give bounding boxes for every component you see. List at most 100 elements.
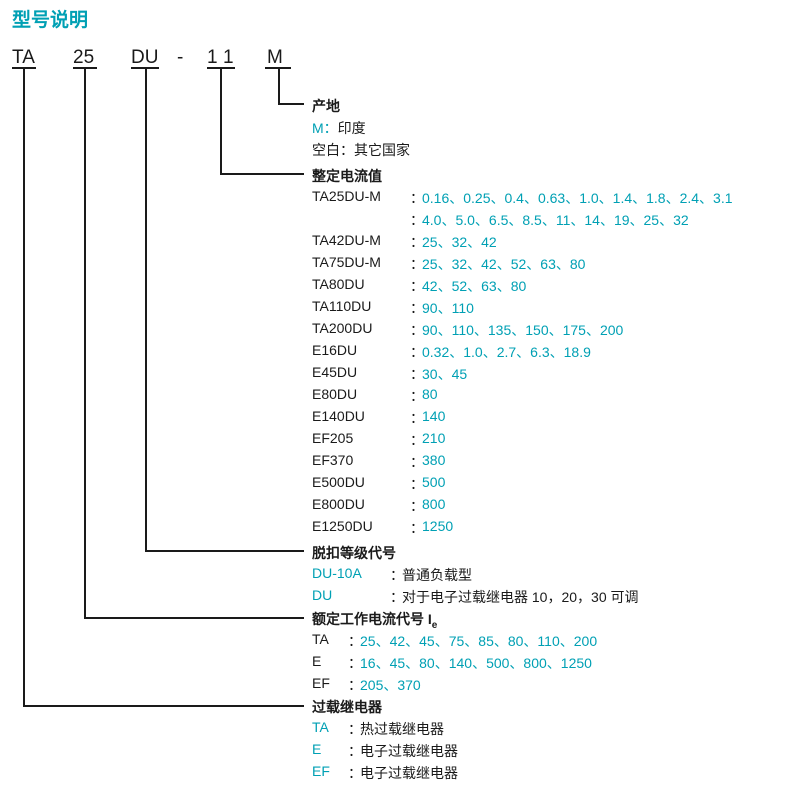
row-colon: ： bbox=[348, 765, 362, 781]
table-row: TA80DU：42、52、63、80 bbox=[312, 276, 782, 296]
table-row: DU ：对于电子过载继电器 10，20，30 可调 bbox=[312, 587, 782, 607]
row-label: E800DU bbox=[312, 496, 365, 512]
row-colon: ： bbox=[348, 743, 362, 759]
row-colon: ： bbox=[410, 234, 424, 250]
row-colon: ： bbox=[410, 344, 424, 360]
row-label: E45DU bbox=[312, 364, 358, 380]
table-row: TA25DU-M ：0.16、0.25、0.4、0.63、1.0、1.4、1.8、… bbox=[312, 188, 782, 208]
row-value: 25、32、42、52、63、80 bbox=[422, 256, 586, 272]
row-value: 25、42、45、75、85、80、110、200 bbox=[360, 633, 598, 649]
table-row: TA75DU-M ：25、32、42、52、63、80 bbox=[312, 254, 782, 274]
table-row: EF370 ：380 bbox=[312, 452, 782, 472]
row-label: TA25DU-M bbox=[312, 188, 381, 204]
table-row: E16DU ：0.32、1.0、2.7、6.3、18.9 bbox=[312, 342, 782, 362]
row-value: 0.32、1.0、2.7、6.3、18.9 bbox=[422, 344, 591, 360]
row-label: DU bbox=[312, 587, 333, 603]
connector-line bbox=[23, 705, 304, 707]
row-value: 电子过载继电器 bbox=[360, 743, 458, 759]
row-colon: ： bbox=[410, 410, 424, 426]
row-colon: ： bbox=[390, 567, 404, 583]
row-label: TA42DU-M bbox=[312, 232, 381, 248]
row-label: EF bbox=[312, 675, 330, 691]
row-value: 140 bbox=[422, 408, 446, 424]
row-colon: ： bbox=[410, 476, 424, 492]
origin-m-row: M：印度 bbox=[312, 118, 366, 138]
connector-line bbox=[145, 68, 147, 551]
row-colon: ： bbox=[410, 256, 424, 272]
row-value: 0.16、0.25、0.4、0.63、1.0、1.4、1.8、2.4、3.1 bbox=[422, 190, 733, 206]
row-label: E140DU bbox=[312, 408, 365, 424]
table-row: E800DU：800 bbox=[312, 496, 782, 516]
table-row: EF：电子过载继电器 bbox=[312, 763, 782, 783]
table-row: EF205 ：210 bbox=[312, 430, 782, 450]
row-colon: ： bbox=[410, 366, 424, 382]
row-value: 1250 bbox=[422, 518, 454, 534]
table-row: E80DU：80 bbox=[312, 386, 782, 406]
row-colon: ： bbox=[348, 633, 362, 649]
code-underline bbox=[207, 67, 235, 69]
row-label: TA80DU bbox=[312, 276, 365, 292]
code-underline bbox=[265, 67, 291, 69]
rated-heading-sub: e bbox=[431, 619, 438, 631]
connector-line bbox=[84, 68, 86, 618]
code-underline bbox=[131, 67, 159, 69]
row-label: EF370 bbox=[312, 452, 354, 468]
row-label: E bbox=[312, 741, 322, 757]
heading-trip-class: 脱扣等级代号 bbox=[312, 545, 396, 561]
table-row: E：16、45、80、140、500、800、1250 bbox=[312, 653, 782, 673]
row-value: 90、110 bbox=[422, 300, 474, 316]
connector-line bbox=[278, 103, 304, 105]
row-label: E16DU bbox=[312, 342, 358, 358]
row-label: EF205 bbox=[312, 430, 354, 446]
row-colon: ： bbox=[348, 677, 362, 693]
row-label: E bbox=[312, 653, 322, 669]
row-value: 380 bbox=[422, 452, 446, 468]
row-colon: ： bbox=[410, 432, 424, 448]
row-value: 80 bbox=[422, 386, 438, 402]
code-part-1a: 1 bbox=[207, 47, 218, 68]
row-value: 对于电子过载继电器 10，20，30 可调 bbox=[402, 589, 639, 605]
connector-line bbox=[145, 550, 304, 552]
heading-rated-current: 额定工作电流代号 Ie bbox=[312, 609, 437, 631]
row-value: 16、45、80、140、500、800、1250 bbox=[360, 655, 592, 671]
row-value: 210 bbox=[422, 430, 446, 446]
row-value: 普通负载型 bbox=[402, 567, 472, 583]
table-row: E140DU ：140 bbox=[312, 408, 782, 428]
heading-relay: 过载继电器 bbox=[312, 699, 382, 715]
row-colon: ： bbox=[410, 278, 424, 294]
row-value: 4.0、5.0、6.5、8.5、11、14、19、25、32 bbox=[422, 212, 689, 228]
row-label: TA bbox=[312, 631, 329, 647]
code-underline bbox=[12, 67, 36, 69]
row-colon: ： bbox=[410, 322, 424, 338]
row-label: TA110DU bbox=[312, 298, 372, 314]
row-label: TA75DU-M bbox=[312, 254, 381, 270]
row-label: E80DU bbox=[312, 386, 358, 402]
table-row: TA：热过载继电器 bbox=[312, 719, 782, 739]
code-part-m: M bbox=[267, 47, 283, 68]
table-row: E500DU ：500 bbox=[312, 474, 782, 494]
code-part-du: DU bbox=[131, 47, 159, 68]
row-label: TA200DU bbox=[312, 320, 373, 336]
row-colon: ： bbox=[410, 454, 424, 470]
table-row: DU-10A ：普通负载型 bbox=[312, 565, 782, 585]
code-dash: - bbox=[177, 47, 184, 68]
row-colon: ： bbox=[410, 190, 424, 206]
heading-origin: 产地 bbox=[312, 98, 340, 114]
row-value: 500 bbox=[422, 474, 446, 490]
row-colon: ： bbox=[410, 520, 424, 536]
row-label: E1250DU bbox=[312, 518, 373, 534]
heading-current: 整定电流值 bbox=[312, 168, 382, 184]
row-label: EF bbox=[312, 763, 330, 779]
row-value: 800 bbox=[422, 496, 446, 512]
origin-m-value: 印度 bbox=[337, 120, 366, 136]
origin-m-key: M bbox=[312, 120, 324, 136]
row-label: E500DU bbox=[312, 474, 365, 490]
row-label: DU-10A bbox=[312, 565, 362, 581]
row-value: 90、110、135、150、175、200 bbox=[422, 322, 624, 338]
connector-line bbox=[23, 68, 25, 706]
connector-line bbox=[220, 68, 222, 174]
code-part-ta: TA bbox=[12, 47, 35, 68]
code-underline bbox=[73, 67, 97, 69]
row-colon: ： bbox=[390, 589, 404, 605]
row-value: 热过载继电器 bbox=[360, 721, 444, 737]
